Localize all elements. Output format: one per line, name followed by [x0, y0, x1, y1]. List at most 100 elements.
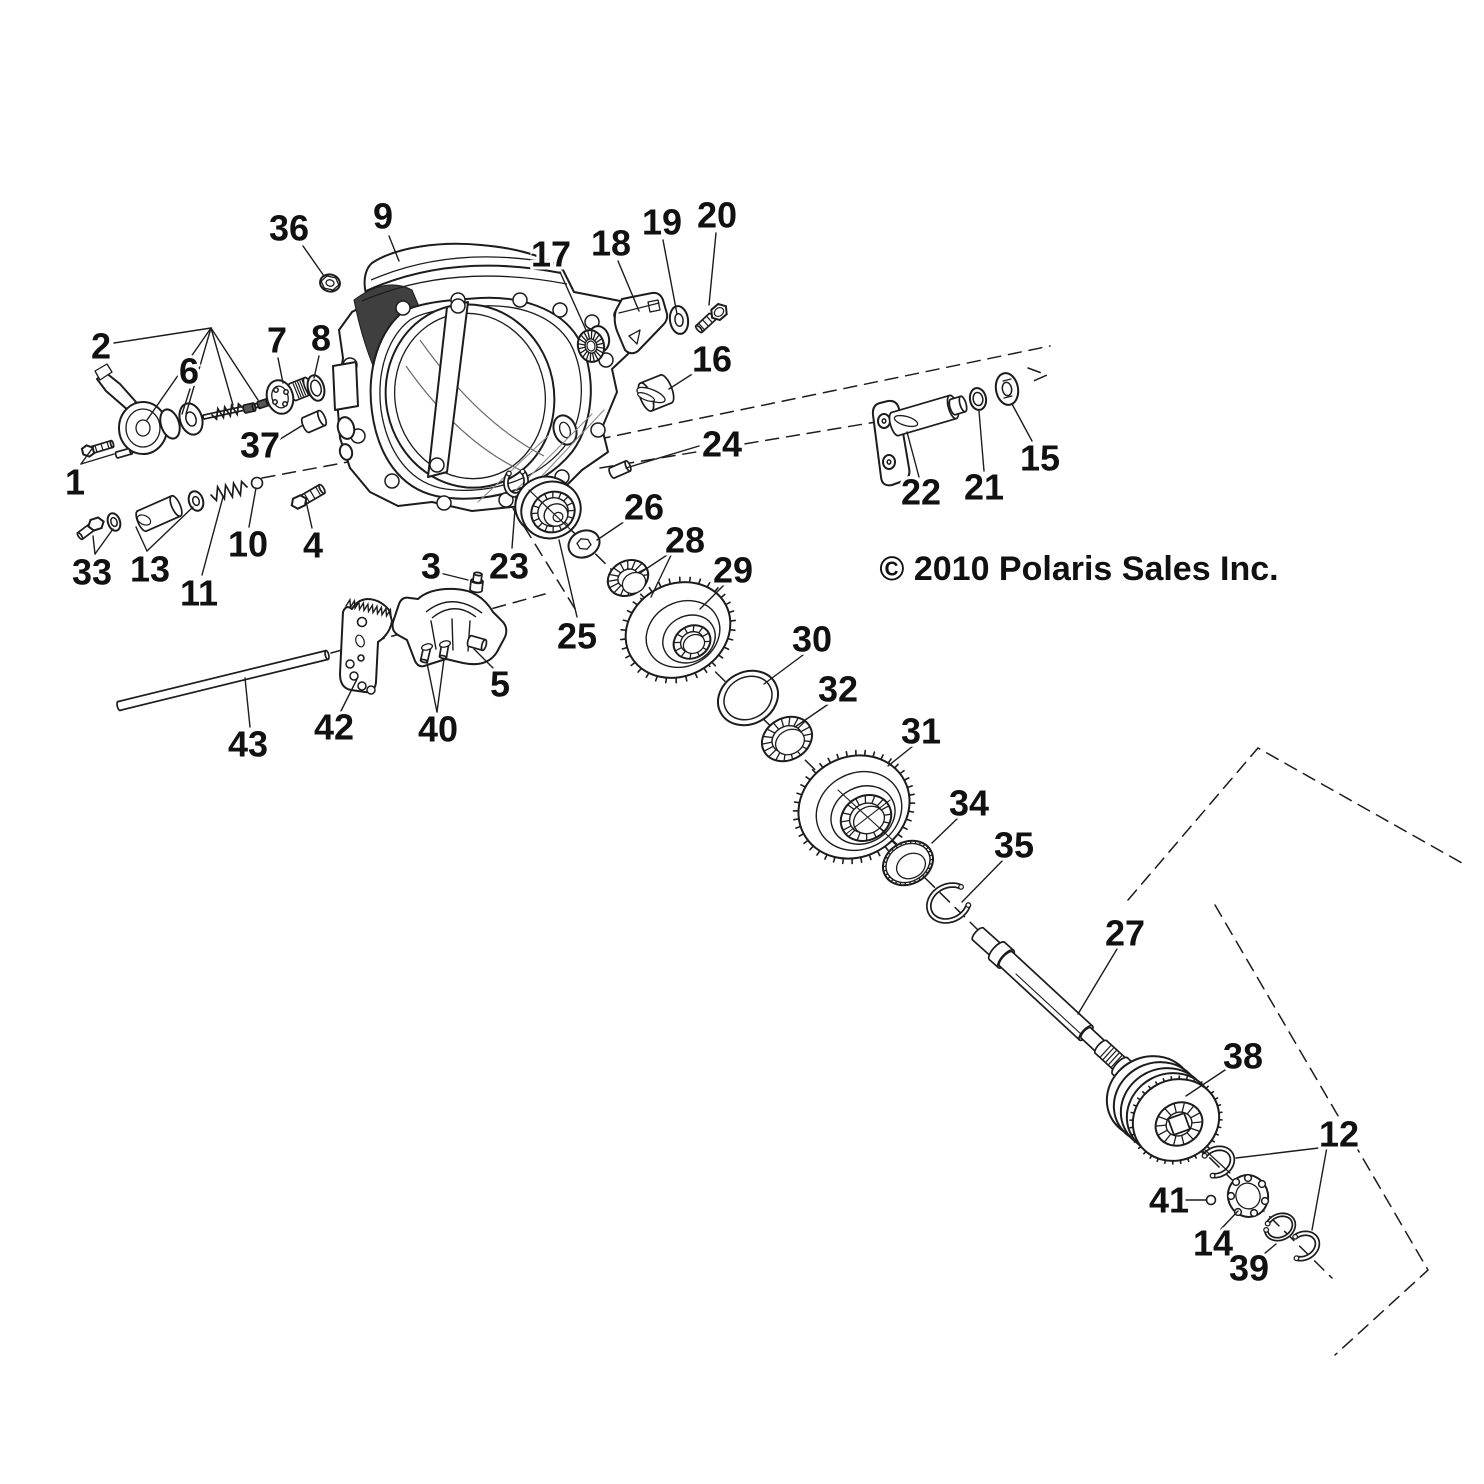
- callout-label-37: 37: [240, 425, 280, 466]
- callout-label-4: 4: [303, 525, 323, 566]
- callout-label-3: 3: [421, 546, 441, 587]
- part-shape: [1292, 1230, 1321, 1262]
- part-shape: [636, 392, 656, 402]
- part-shape: [420, 643, 434, 651]
- callout-label-15: 15: [1020, 438, 1060, 479]
- part-shape: [586, 340, 596, 352]
- part-shape: [210, 479, 248, 503]
- part-shape: [332, 361, 359, 411]
- part-shape: [1235, 1182, 1261, 1210]
- callout-label-27: 27: [1105, 913, 1145, 954]
- part-shape: [968, 387, 988, 411]
- callout-label-26: 26: [624, 487, 664, 528]
- part-shape: [116, 649, 330, 712]
- part-shape: [338, 443, 354, 461]
- part-shape: [608, 460, 632, 479]
- callout-label-9: 9: [373, 196, 393, 237]
- part-shape: [135, 494, 183, 533]
- part-shape: [136, 514, 152, 526]
- part-shape: [613, 291, 669, 355]
- callout-label-33: 33: [72, 552, 112, 593]
- part-shape: [242, 402, 257, 414]
- part-shape: [1166, 1111, 1192, 1137]
- part-shape: [882, 454, 896, 470]
- callout-label-34: 34: [949, 783, 989, 824]
- part-shape: [419, 339, 545, 457]
- part-shape: [211, 402, 244, 421]
- part-shape: [94, 363, 113, 381]
- callout-label-39: 39: [1229, 1248, 1269, 1289]
- part-shape: [694, 312, 717, 334]
- callout-label-2: 2: [91, 326, 111, 367]
- callout-label-10: 10: [228, 524, 268, 565]
- callout-label-11: 11: [180, 573, 218, 614]
- part-shape: [355, 634, 365, 648]
- part-shape: [628, 329, 641, 345]
- callout-label-38: 38: [1223, 1036, 1263, 1077]
- callout-label-16: 16: [692, 339, 732, 380]
- part-shape: [391, 587, 508, 668]
- part-shape: [528, 489, 574, 533]
- part-shape: [256, 397, 271, 410]
- part-shape: [405, 365, 521, 471]
- part-shape: [576, 538, 592, 550]
- part-shape: [451, 618, 454, 651]
- part-shape: [290, 494, 308, 510]
- callout-label-6: 6: [179, 351, 199, 392]
- part-shape: [306, 374, 326, 402]
- part-shape: [895, 852, 927, 880]
- part-shape: [539, 409, 605, 479]
- callout-label-36: 36: [269, 208, 309, 249]
- callout-label-20: 20: [697, 195, 737, 236]
- part-shape: [272, 387, 289, 407]
- callout-label-42: 42: [314, 707, 354, 748]
- copyright-text: © 2010 Polaris Sales Inc.: [879, 550, 1278, 588]
- part-shape: [477, 435, 549, 503]
- callout-label-23: 23: [489, 546, 529, 587]
- callout-label-22: 22: [901, 472, 941, 513]
- callout-label-31: 31: [901, 711, 941, 752]
- callout-label-8: 8: [311, 318, 331, 359]
- part-shape: [370, 256, 553, 281]
- parts-layer: [76, 242, 1321, 1262]
- part-shape: [948, 395, 968, 416]
- part-shape: [621, 571, 647, 595]
- part-shape: [159, 408, 181, 440]
- part-shape: [106, 512, 122, 532]
- part-shape: [187, 490, 205, 512]
- part-shape: [361, 275, 568, 302]
- part-shape: [339, 598, 393, 694]
- part-shape: [345, 659, 376, 695]
- part-shape: [87, 516, 105, 532]
- callout-label-13: 13: [130, 549, 170, 590]
- part-shape: [466, 634, 488, 652]
- part-shape: [774, 728, 806, 756]
- part-shape: [1205, 1194, 1217, 1206]
- callout-label-18: 18: [591, 223, 631, 264]
- part-shape: [998, 950, 1094, 1042]
- part-shape: [893, 414, 919, 428]
- part-shape: [618, 302, 660, 314]
- callout-label-7: 7: [267, 320, 287, 361]
- callout-label-19: 19: [642, 202, 682, 243]
- part-shape: [845, 799, 891, 835]
- part-shape: [472, 571, 483, 584]
- part-shape: [336, 416, 356, 440]
- part-shape: [287, 376, 314, 402]
- part-shape: [994, 372, 1020, 406]
- part-shape: [178, 402, 204, 436]
- part-shape: [1204, 1149, 1231, 1174]
- callout-label-41: 41: [1149, 1180, 1189, 1221]
- callout-label-32: 32: [818, 669, 858, 710]
- callout-label-1: 1: [65, 462, 85, 503]
- part-shape: [877, 413, 891, 429]
- part-shape: [717, 669, 779, 727]
- part-shape: [926, 882, 972, 924]
- part-shape: [379, 305, 582, 491]
- part-shape: [438, 640, 452, 648]
- callout-label-28: 28: [665, 520, 705, 561]
- part-shape: [345, 597, 392, 619]
- part-shape: [300, 409, 328, 434]
